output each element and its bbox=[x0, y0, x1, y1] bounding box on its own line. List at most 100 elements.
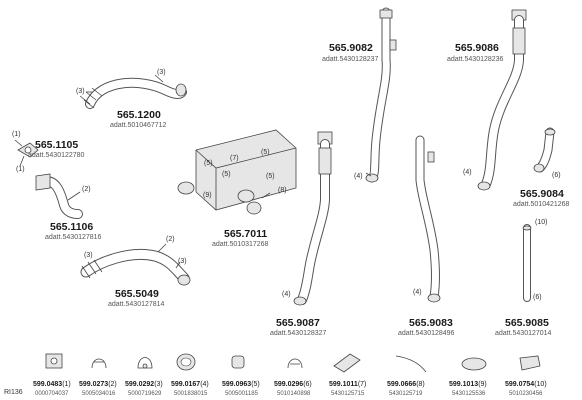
accessory-code: 0000704037 bbox=[35, 391, 69, 397]
part-number-565-1200: 565.1200 bbox=[117, 109, 161, 121]
accessory-code: 5000719629 bbox=[128, 391, 162, 397]
callout: (9) bbox=[203, 192, 212, 199]
part-number-565-1106: 565.1106 bbox=[50, 221, 94, 233]
code-prefix: adatt. bbox=[45, 234, 63, 241]
code-value: 5010317268 bbox=[229, 241, 269, 248]
callout: (2) bbox=[82, 186, 91, 193]
part-565-9083-drawing bbox=[415, 135, 441, 303]
part-code-565-9084: adatt.5010421268 bbox=[513, 201, 569, 208]
part-565-1200-drawing bbox=[79, 74, 187, 109]
document-code: RI136 bbox=[4, 389, 23, 396]
code-value: 5430128237 bbox=[339, 56, 379, 63]
callout: (2) bbox=[166, 236, 175, 243]
part-number-565-9083: 565.9083 bbox=[409, 317, 453, 329]
part-number-565-7011: 565.7011 bbox=[224, 228, 268, 240]
part-number-565-1105: 565.1105 bbox=[35, 139, 79, 151]
part-565-9085-drawing bbox=[522, 224, 532, 302]
part-code-565-1105: adatt.5430122780 bbox=[28, 152, 84, 159]
part-code-565-9087: adatt.5430128327 bbox=[270, 330, 326, 337]
part-565-9086-drawing bbox=[477, 9, 527, 191]
code-value: 5430122780 bbox=[45, 152, 85, 159]
code-prefix: adatt. bbox=[110, 122, 128, 129]
accessory-number: 599.0754(10) bbox=[505, 381, 547, 388]
callout: (1) bbox=[16, 166, 25, 173]
code-value: 5430128236 bbox=[464, 56, 504, 63]
callout: (3) bbox=[178, 258, 187, 265]
part-code-565-1200: adatt.5010467712 bbox=[110, 122, 166, 129]
part-565-7011-drawing bbox=[177, 129, 297, 215]
callout: (8) bbox=[278, 187, 287, 194]
part-number-565-9085: 565.9085 bbox=[505, 317, 549, 329]
accessory-number: 599.0292(3) bbox=[125, 381, 163, 388]
part-code-565-1106: adatt.5430127816 bbox=[45, 234, 101, 241]
callout: (6) bbox=[552, 172, 561, 179]
code-value: 5010467712 bbox=[127, 122, 167, 129]
code-prefix: adatt. bbox=[322, 56, 340, 63]
callout: (3) bbox=[76, 88, 85, 95]
part-565-1106-drawing bbox=[35, 173, 83, 219]
code-prefix: adatt. bbox=[398, 330, 416, 337]
code-prefix: adatt. bbox=[270, 330, 288, 337]
accessory-number: 599.0963(5) bbox=[222, 381, 260, 388]
callout: (4) bbox=[463, 169, 472, 176]
accessory-number: 599.0273(2) bbox=[79, 381, 117, 388]
code-prefix: adatt. bbox=[495, 330, 513, 337]
accessory-code: 5430125536 bbox=[452, 391, 486, 397]
accessory-code: 5430125719 bbox=[389, 391, 423, 397]
callout: (3) bbox=[157, 69, 166, 76]
accessory-number: 599.0483(1) bbox=[33, 381, 71, 388]
part-565-5049-drawing bbox=[80, 243, 191, 286]
part-number-565-9086: 565.9086 bbox=[455, 42, 499, 54]
part-code-565-9086: adatt.5430128236 bbox=[447, 56, 503, 63]
accessory-code: 5005034016 bbox=[82, 391, 116, 397]
accessory-number: 599.1013(9) bbox=[449, 381, 487, 388]
part-number-565-9084: 565.9084 bbox=[520, 188, 564, 200]
accessory-number: 599.0666(8) bbox=[387, 381, 425, 388]
part-number-565-9082: 565.9082 bbox=[329, 42, 373, 54]
accessory-number: 599.0167(4) bbox=[171, 381, 209, 388]
code-prefix: adatt. bbox=[108, 301, 126, 308]
part-number-565-9087: 565.9087 bbox=[276, 317, 320, 329]
part-code-565-9082: adatt.5430128237 bbox=[322, 56, 378, 63]
callout: (10) bbox=[535, 219, 548, 226]
code-value: 5430127014 bbox=[512, 330, 552, 337]
callout: (5) bbox=[266, 173, 275, 180]
callout: (4) bbox=[354, 173, 363, 180]
part-code-565-9083: adatt.5430128496 bbox=[398, 330, 454, 337]
part-number-565-5049: 565.5049 bbox=[115, 288, 159, 300]
callout: (5) bbox=[204, 160, 213, 167]
callout: (5) bbox=[222, 171, 231, 178]
part-code-565-9085: adatt.5430127014 bbox=[495, 330, 551, 337]
accessory-code: 5010140898 bbox=[277, 391, 311, 397]
code-value: 5430127814 bbox=[125, 301, 165, 308]
accessory-code: 5005001185 bbox=[225, 391, 258, 397]
accessory-number: 599.1011(7) bbox=[329, 381, 367, 388]
part-code-565-5049: adatt.5430127814 bbox=[108, 301, 164, 308]
code-value: 5430127816 bbox=[62, 234, 102, 241]
accessory-icons bbox=[45, 353, 541, 373]
code-prefix: adatt. bbox=[212, 241, 230, 248]
code-value: 5430128496 bbox=[415, 330, 455, 337]
callout: (4) bbox=[282, 291, 291, 298]
part-565-9087-drawing bbox=[293, 131, 333, 306]
part-565-9082-drawing bbox=[365, 7, 397, 183]
callout: (1) bbox=[12, 131, 21, 138]
part-code-565-7011: adatt.5010317268 bbox=[212, 241, 268, 248]
accessory-code: 5001838015 bbox=[174, 391, 208, 397]
part-565-1105-drawing bbox=[14, 139, 39, 167]
callout: (6) bbox=[533, 294, 542, 301]
code-prefix: adatt. bbox=[513, 201, 531, 208]
accessory-code: 5430125715 bbox=[331, 391, 365, 397]
part-565-9084-drawing bbox=[533, 127, 556, 173]
callout: (3) bbox=[84, 252, 93, 259]
callout: (4) bbox=[413, 289, 422, 296]
code-prefix: adatt. bbox=[28, 152, 46, 159]
accessory-number: 599.0296(6) bbox=[274, 381, 312, 388]
callout: (7) bbox=[230, 155, 239, 162]
code-value: 5010421268 bbox=[530, 201, 570, 208]
callout: (5) bbox=[261, 149, 270, 156]
accessory-code: 5010230456 bbox=[509, 391, 543, 397]
code-value: 5430128327 bbox=[287, 330, 327, 337]
